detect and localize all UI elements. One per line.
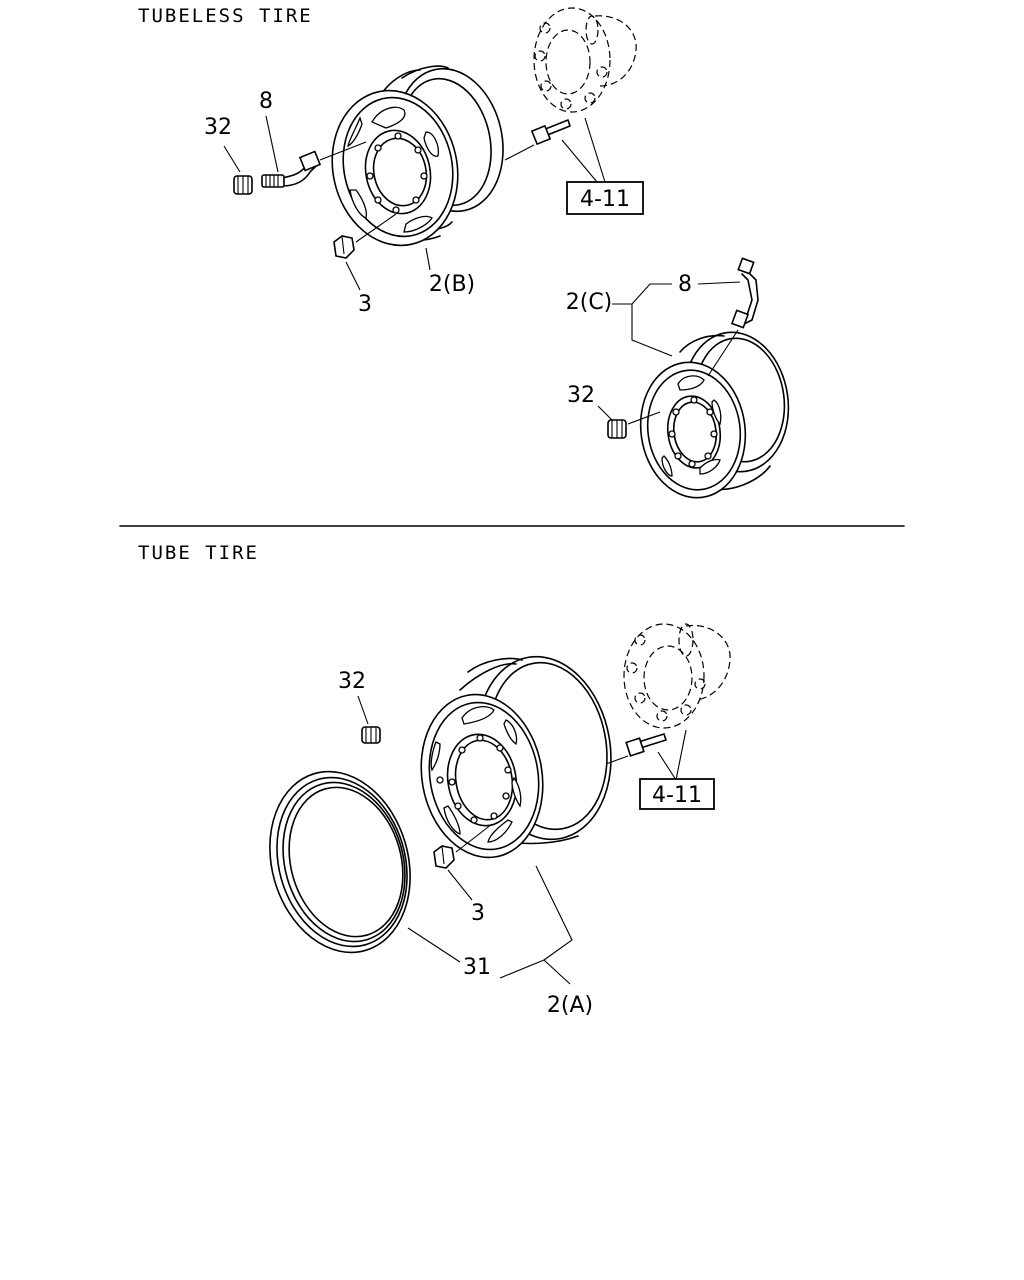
ref-box-tubeless[interactable]: 4-11 [566, 181, 644, 215]
callout-32-top: 32 [204, 115, 232, 140]
callout-8-c: 8 [678, 272, 692, 297]
valve-cap-32-c [607, 419, 627, 439]
wheel-2b [331, 65, 504, 247]
callout-8-top: 8 [259, 89, 273, 114]
valve-stem-8-c [730, 257, 759, 329]
callout-3-top: 3 [358, 292, 372, 317]
hub-assembly-tubeless [533, 7, 637, 113]
wheel-stud-tube [625, 733, 667, 757]
wheel-2c [639, 331, 790, 499]
rim-flap-31 [269, 770, 411, 954]
wheel-nut-3-tube [433, 845, 455, 869]
section-title-tubeless: TUBELESS TIRE [138, 5, 313, 27]
wheel-2a [420, 655, 612, 859]
ref-label-tube: 4-11 [652, 783, 702, 808]
valve-cap-32-top [233, 175, 253, 195]
wheel-nut-3-top [333, 235, 355, 259]
wheel-stud-tubeless [530, 119, 571, 146]
valve-cap-32-tube [361, 726, 381, 744]
valve-stem-8 [261, 150, 322, 188]
section-title-tube: TUBE TIRE [138, 542, 259, 564]
callout-3-tube: 3 [471, 901, 485, 926]
callout-32-tube: 32 [338, 669, 366, 694]
callout-2a: 2(A) [547, 993, 593, 1018]
callout-32-c: 32 [567, 383, 595, 408]
callout-2c: 2(C) [566, 290, 613, 315]
callout-2b: 2(B) [429, 272, 475, 297]
callout-31: 31 [463, 955, 491, 980]
hub-assembly-tube [623, 623, 731, 729]
ref-label-tubeless: 4-11 [580, 187, 630, 212]
ref-box-tube[interactable]: 4-11 [639, 778, 715, 810]
